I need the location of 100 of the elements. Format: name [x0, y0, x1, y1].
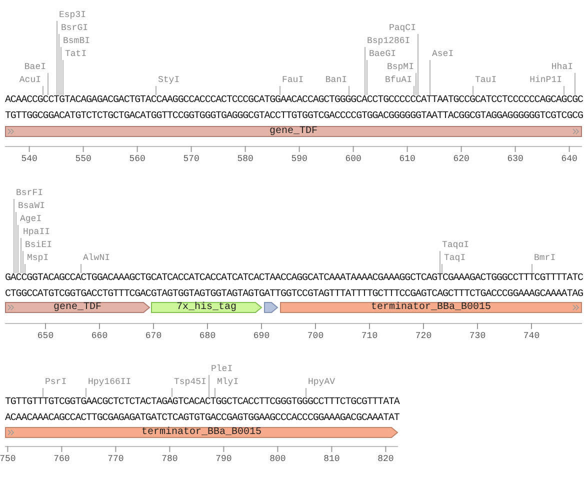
leader-line — [208, 375, 210, 397]
enzyme-label: BmrI — [532, 253, 556, 264]
feature-label: terminator_BBa_B0015 — [370, 302, 492, 313]
leader-line — [47, 73, 49, 95]
leader-line — [42, 388, 44, 397]
enzyme-label: MlyI — [215, 377, 239, 388]
leader-line — [22, 251, 24, 273]
enzyme-label: HpyAV — [306, 377, 336, 388]
leader-line — [364, 47, 366, 95]
enzyme-label: AlwNI — [81, 253, 110, 264]
leader-line — [429, 60, 431, 95]
ruler-number: 730 — [468, 331, 487, 341]
enzyme-label: BsiEI — [23, 240, 52, 251]
feature-label: 7x_his_tag — [175, 302, 238, 313]
leader-line — [17, 225, 19, 273]
enzyme-label: MspI — [25, 253, 49, 264]
ruler-number: 550 — [74, 154, 92, 164]
enzyme-label: BsaWI — [16, 201, 46, 212]
leader-line — [80, 264, 82, 273]
enzyme-label: BspMI — [386, 62, 416, 73]
enzyme-label: AgeI — [18, 214, 42, 225]
leader-line — [413, 86, 415, 95]
ruler-number: 600 — [344, 154, 362, 164]
leader-line — [531, 264, 533, 273]
ruler-number: 570 — [182, 154, 200, 164]
dna-sequence: TGTTGTTTGTCGGTGAACGCTCTCTACTAGAGTCACACTGGCTCACCTTCGGGTGGGCCTTTCTGCGTTTATA — [5, 397, 400, 408]
leader-line — [20, 238, 22, 273]
enzyme-label: Esp3I — [57, 10, 86, 21]
enzyme-label: PleI — [209, 364, 233, 375]
leader-line — [13, 199, 15, 273]
dna-sequence: GACCGGTACAGCCACTGGACAAAGCTGCATCACCATCACCATCATCACTAACCAGGCATCAAATAAAACGAAAGGCTCAGTCGAAAGACTGGGCCTTTCGTTTTATC — [5, 273, 583, 284]
leader-line — [58, 34, 60, 95]
leader-line — [171, 388, 173, 397]
ruler-number: 590 — [290, 154, 308, 164]
leader-line — [24, 264, 26, 273]
ruler-number: 580 — [236, 154, 254, 164]
ruler-number: 770 — [106, 454, 125, 464]
feature-block — [5, 302, 150, 313]
dna-sequence: CTGGCCATGTCGGTGACCTGTTTCGACGTAGTGGTAGTGGTAGTAGTGATTGGTCCGTAGTTTATTTTGCTTTCCGAGTCAGCTTTCTGACCCGGAAAGCAAAATAG — [5, 289, 583, 300]
leader-line — [305, 388, 307, 397]
feature-label: gene_TDF — [52, 302, 102, 313]
feature-block — [151, 302, 262, 313]
leader-line — [441, 264, 443, 273]
ruler-number: 680 — [198, 331, 217, 341]
ruler-number: 820 — [376, 454, 395, 464]
ruler-number: 630 — [506, 154, 524, 164]
enzyme-label: BsrFI — [14, 188, 44, 199]
enzyme-label: AcuI — [19, 75, 43, 86]
enzyme-label: FauI — [280, 75, 304, 86]
enzyme-label: BaeGI — [367, 49, 396, 60]
enzyme-label: PaqCI — [388, 23, 418, 34]
feature-label: gene_TDF — [268, 126, 318, 137]
ruler-number: 740 — [522, 331, 541, 341]
feature-block — [5, 427, 398, 438]
dna-sequence: ACAACAAACAGCCACTTGCGAGAGATGATCTCAGTGTGACCGAGTGGAAGCCCACCCGGAAAGACGCAAATAT — [5, 413, 400, 424]
ruler-number: 760 — [52, 454, 71, 464]
leader-line — [62, 60, 64, 95]
enzyme-label: HpaII — [21, 227, 50, 238]
ruler-number: 610 — [398, 154, 416, 164]
leader-line — [348, 86, 350, 95]
leader-line — [15, 212, 17, 273]
enzyme-label: Hpy166II — [86, 377, 132, 388]
ruler-number: 650 — [36, 331, 55, 341]
ruler-number: 720 — [414, 331, 433, 341]
leader-line — [472, 86, 474, 95]
enzyme-label: HinP1I — [530, 75, 564, 86]
ruler-number: 640 — [560, 154, 578, 164]
enzyme-label: TauI — [473, 75, 497, 86]
enzyme-label: PsrI — [43, 377, 67, 388]
leader-line — [60, 47, 62, 95]
leader-line — [417, 34, 419, 95]
ruler-number: 540 — [20, 154, 38, 164]
ruler-number: 620 — [452, 154, 470, 164]
ruler-number: 660 — [90, 331, 109, 341]
enzyme-label: TatI — [63, 49, 87, 60]
feature-block — [5, 126, 582, 137]
enzyme-label: BanI — [325, 75, 349, 86]
enzyme-label: Tsp45I — [172, 377, 206, 388]
leader-line — [42, 86, 44, 95]
enzyme-label: TaqI — [442, 253, 466, 264]
ruler-number: 670 — [144, 331, 163, 341]
leader-line — [214, 388, 216, 397]
enzyme-label: TaqαI — [440, 240, 470, 251]
ruler-number: 780 — [160, 454, 179, 464]
leader-line — [56, 21, 58, 95]
leader-line — [574, 73, 576, 95]
ruler-number: 700 — [306, 331, 325, 341]
ruler-number: 810 — [322, 454, 341, 464]
leader-line — [279, 86, 281, 95]
dna-sequence: TGTTGGCGGACATGTCTCTGCTGACATGGTTCCGGTGGGTGAGGGCGTACCTTGTGGTCGACCCCGTGGACGGGGGGTAATTACGGCGTAGGAGGGGGGTCGTCGCG — [5, 111, 583, 122]
leader-line — [439, 251, 441, 273]
dna-sequence: ACAACCGCCTGTACAGAGACGACTGTACCAAGGCCACCCACTCCCGCATGGAACACCAGCTGGGGCACCTGCCCCCCATTAATGCCGCATCCTCCCCCCAGCAGCGC — [5, 95, 583, 106]
leader-line — [415, 73, 417, 95]
ruler-number: 710 — [360, 331, 379, 341]
feature-block — [280, 302, 582, 313]
ruler-number: 790 — [214, 454, 233, 464]
enzyme-label: BfuAI — [384, 75, 414, 86]
enzyme-label: AseI — [430, 49, 454, 60]
ruler-number: 690 — [252, 331, 271, 341]
enzyme-label: BaeI — [24, 62, 48, 73]
